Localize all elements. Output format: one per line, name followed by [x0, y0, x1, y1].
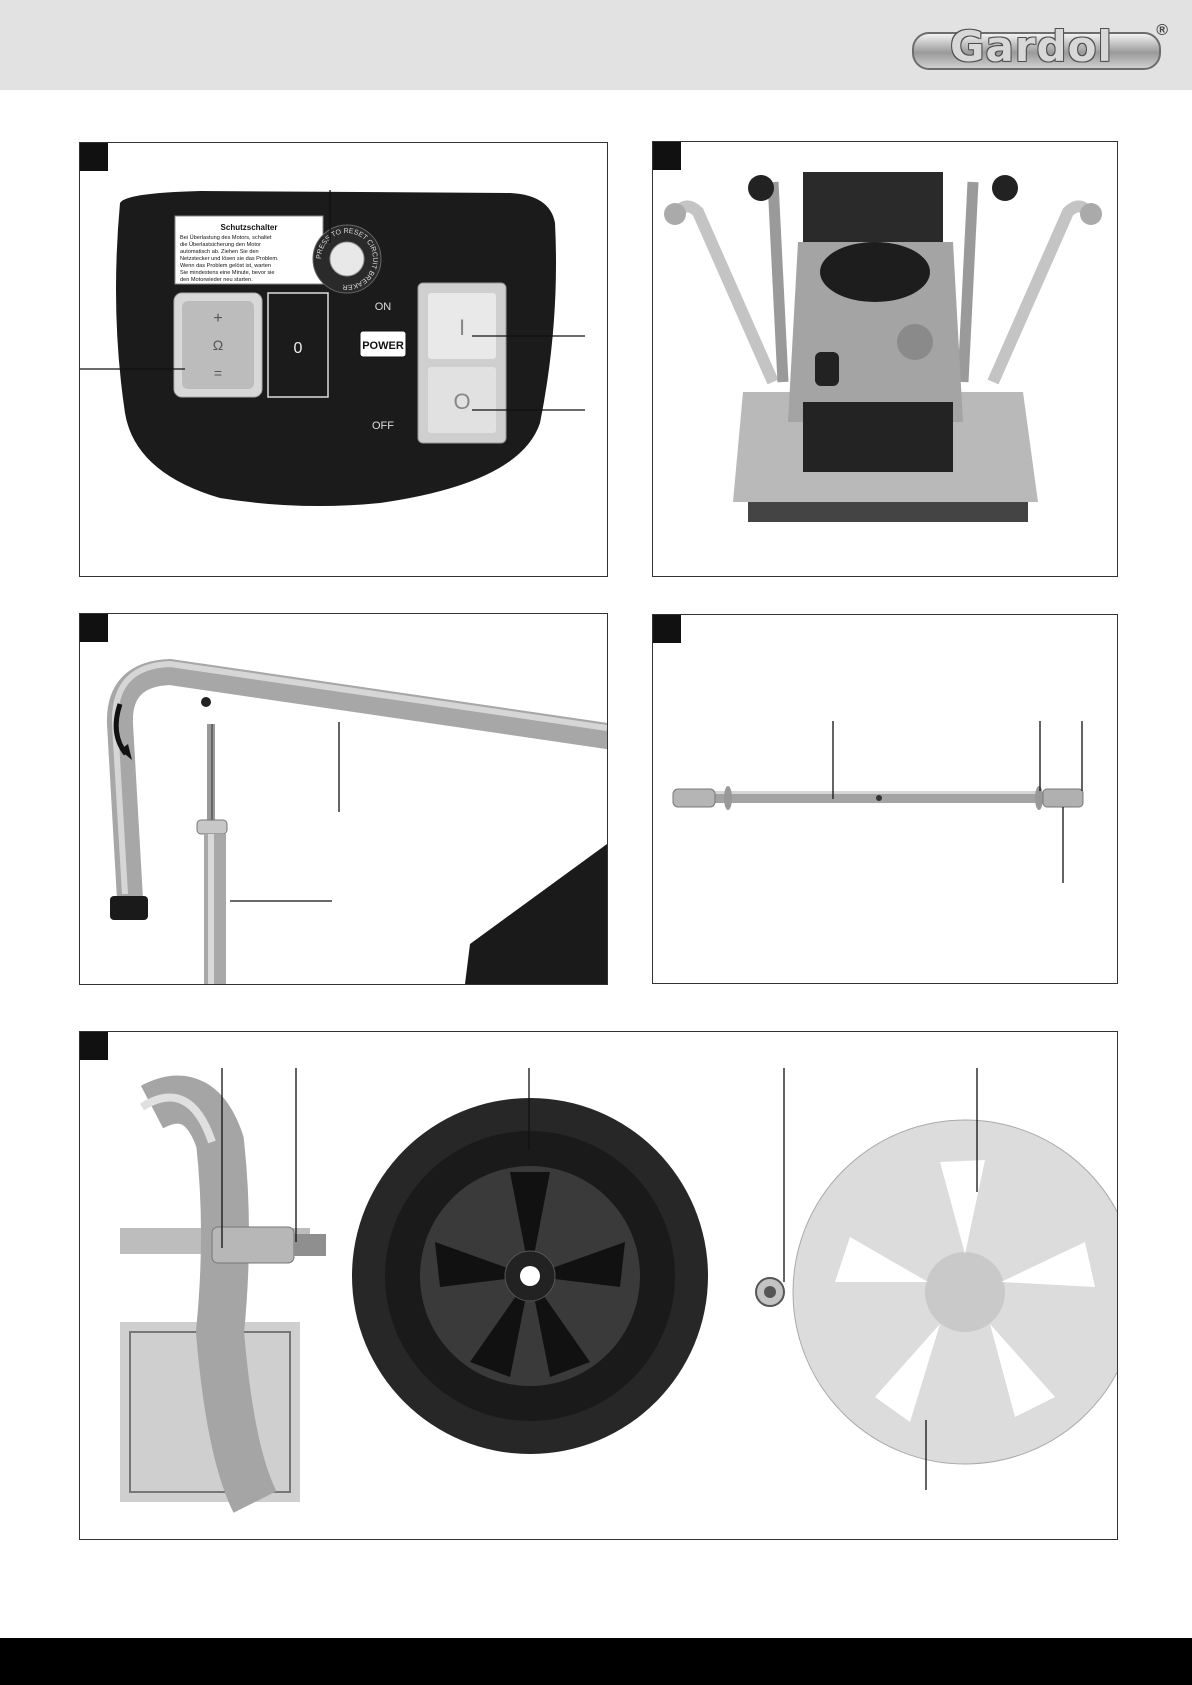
footer-band: [0, 1638, 1192, 1685]
placard-title: Schutzschalter: [221, 223, 278, 232]
placard-line: Sie mindestens eine Minute, bevor sie: [180, 270, 275, 276]
power-label: POWER: [362, 340, 404, 352]
switch-off-label: OFF: [372, 420, 394, 432]
placard-line: Bei Überlastung des Motors, schaltet: [180, 234, 272, 241]
placard-line: die Überlastsicherung den Motor: [180, 241, 261, 248]
axle-illustration: [672, 721, 1084, 883]
figure-1-control-panel: Schutzschalter Bei Überlastung des Motor…: [79, 142, 608, 577]
reset-button[interactable]: [329, 241, 365, 277]
svg-text:+: +: [213, 310, 222, 327]
logo-text: Gardol: [950, 22, 1113, 71]
switch-on-key[interactable]: [428, 293, 496, 359]
direction-zero-label: 0: [294, 340, 303, 357]
switch-on-symbol: I: [459, 315, 465, 340]
figure-number-marker: [80, 614, 108, 642]
wheel-assembly-illustration: [120, 1068, 1117, 1513]
switch-on-label: ON: [375, 301, 392, 313]
figure-number-marker: [653, 142, 681, 170]
logo-registered-mark: ®: [1156, 22, 1168, 39]
placard-line: automatisch ab. Ziehen Sie den: [180, 249, 259, 255]
header-band: Gardol ®: [0, 0, 1192, 90]
figure-4-axle: [652, 614, 1118, 984]
figure-2-machine-overview: [652, 141, 1118, 577]
svg-text:=: =: [214, 365, 222, 381]
figure-3-frame-and-bolt: [79, 613, 608, 985]
logo-pill: [912, 32, 1161, 70]
figure-5-wheel-assembly: [79, 1031, 1118, 1540]
brand-logo: Gardol ®: [912, 22, 1172, 71]
figure-number-marker: [653, 615, 681, 643]
placard-line: Wenn das Problem gelöst ist, warten: [180, 263, 271, 269]
frame-illustration: [106, 658, 607, 984]
svg-text:Ω: Ω: [213, 337, 223, 353]
placard-line: Netzstecker und lösen sie das Problem.: [180, 256, 279, 262]
figure-number-marker: [80, 143, 108, 171]
control-panel-illustration: Schutzschalter Bei Überlastung des Motor…: [80, 190, 585, 507]
switch-off-symbol: O: [453, 389, 470, 414]
placard-line: den Motorwieder neu starten.: [180, 277, 253, 283]
figure-number-marker: [80, 1032, 108, 1060]
machine-illustration: [664, 172, 1102, 522]
switch-off-key[interactable]: [428, 367, 496, 433]
